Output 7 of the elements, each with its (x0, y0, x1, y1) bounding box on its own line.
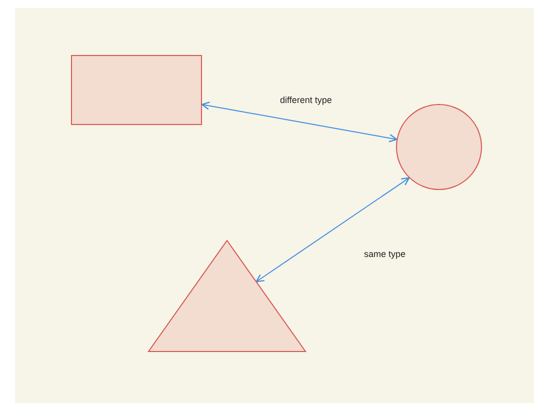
edge-label: different type (279, 95, 333, 105)
triangle-shape (148, 240, 306, 352)
edge-label: same type (363, 249, 407, 259)
rectangle-shape (71, 55, 202, 125)
double-arrow (201, 102, 398, 142)
circle-shape (396, 104, 482, 190)
double-arrow (256, 177, 410, 282)
